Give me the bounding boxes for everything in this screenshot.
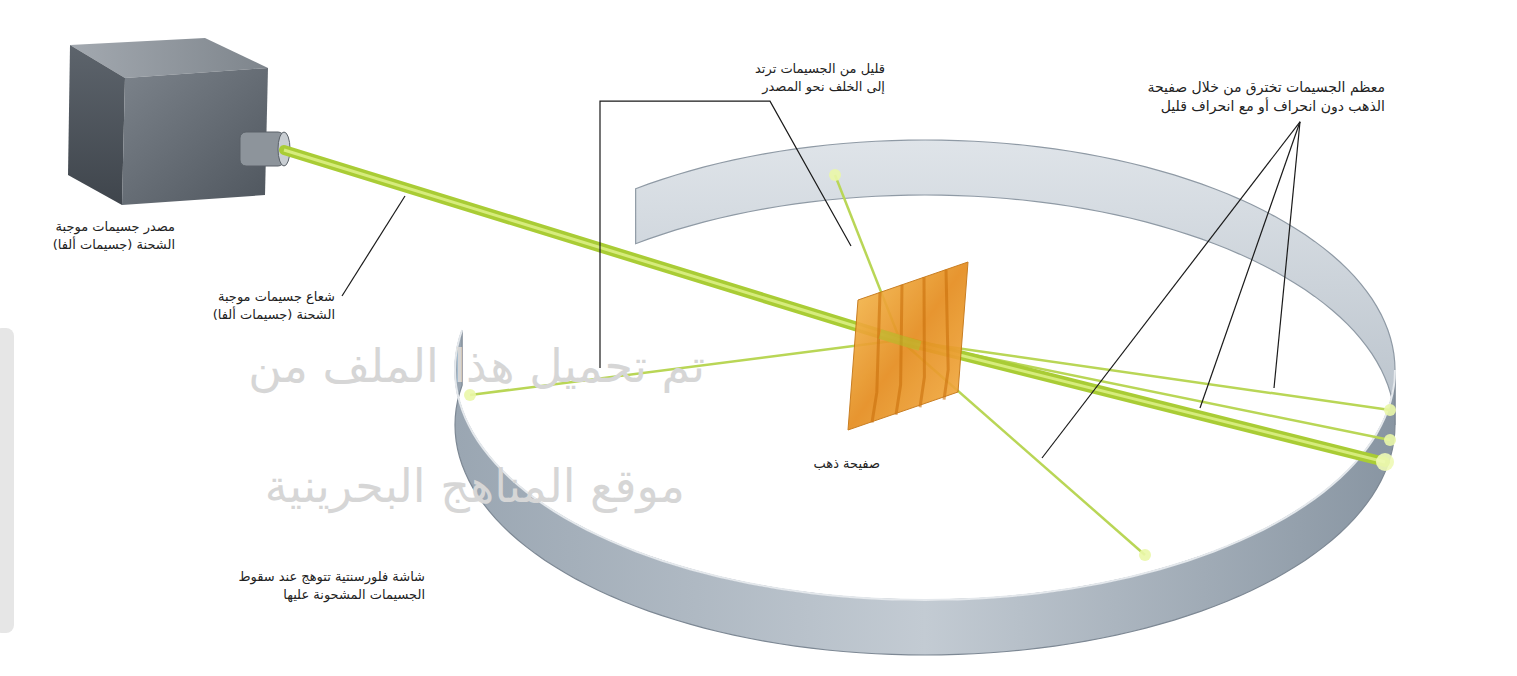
part-label: صفيحة ذهب <box>780 455 880 473</box>
leader-line <box>1274 122 1300 388</box>
leader-line <box>600 101 851 368</box>
alpha-beam <box>284 150 1385 462</box>
edge-tab <box>0 328 14 633</box>
screen-back <box>636 140 1395 425</box>
foil-stripe <box>896 285 902 415</box>
part-label: شعاع جسيمات موجبة الشحنة (جسيمات ألفا) <box>195 288 335 323</box>
screen-glow <box>829 169 841 181</box>
source-side <box>68 45 125 205</box>
gold-foil <box>848 262 968 430</box>
foil-stripe <box>944 270 948 400</box>
screen-glow <box>1384 404 1396 416</box>
leader-line <box>342 196 405 296</box>
part-label: شاشة فلورسنتية تتوهج عند سقوط الجسيمات ا… <box>195 568 425 603</box>
beam-through-foil <box>880 334 920 346</box>
leader-line <box>1042 122 1300 458</box>
part-label: مصدر جسيمات موجبة الشحنة (جسيمات ألفا) <box>25 218 175 253</box>
callout-text: معظم الجسيمات تخترق من خلال صفيحة الذهب … <box>1140 78 1385 116</box>
screen-glow <box>1384 434 1396 446</box>
alpha-beam-core <box>284 150 1385 462</box>
leader-line <box>1200 122 1300 408</box>
foil-stripe <box>872 292 880 422</box>
source-nozzle <box>240 132 284 166</box>
watermark-text: تم تحميل هذا الملف من <box>45 335 705 397</box>
screen-glow <box>1139 549 1151 561</box>
watermark-text: موقع المناهج البحرينية <box>45 455 685 517</box>
callout-text: قليل من الجسيمات ترتد إلى الخلف نحو المص… <box>735 60 885 95</box>
screen-glow <box>1376 453 1394 471</box>
